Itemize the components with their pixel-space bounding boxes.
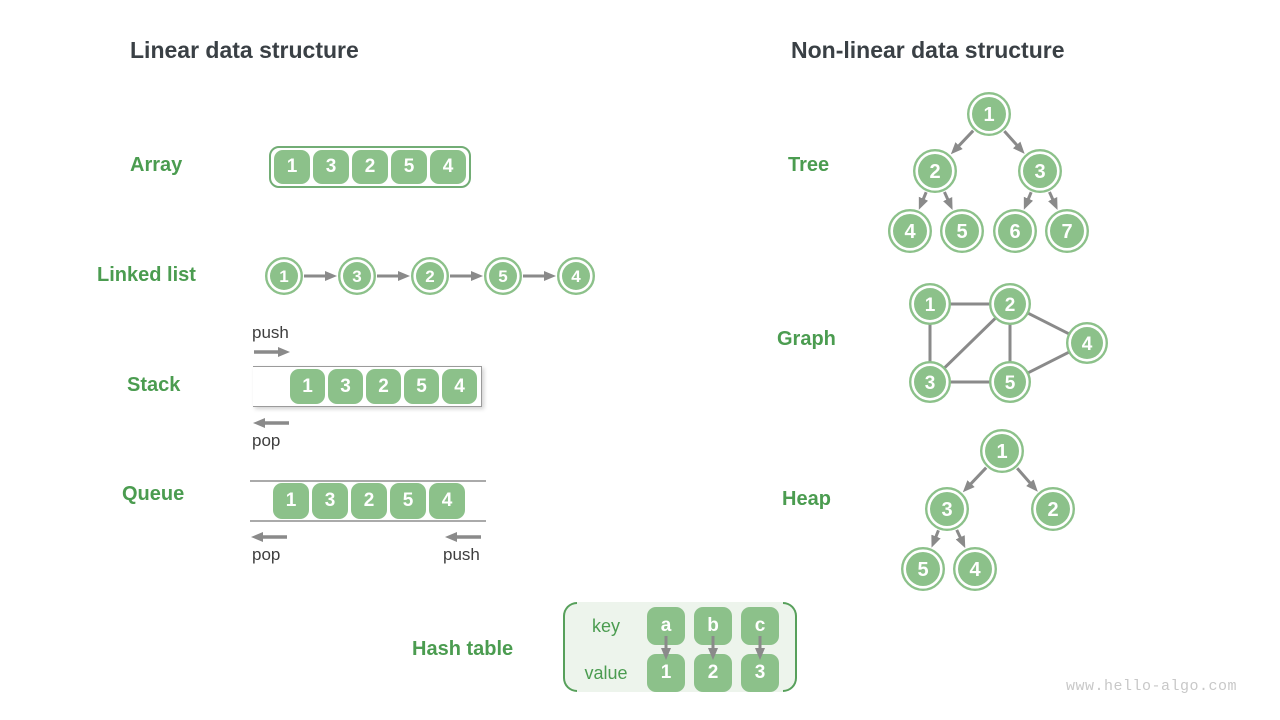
hash-key-cell: c (741, 607, 779, 645)
svg-text:4: 4 (1082, 334, 1093, 355)
watermark: www.hello-algo.com (1066, 678, 1238, 695)
svg-text:5: 5 (498, 267, 507, 286)
linear-section-title: Linear data structure (130, 37, 359, 63)
stack-pop-label: pop (252, 431, 281, 450)
svg-text:1: 1 (996, 441, 1007, 463)
hash-value-cell: 3 (741, 654, 779, 692)
queue-pop-label: pop (252, 545, 281, 564)
hash-key-cell: b (694, 607, 732, 645)
hash-value-label: value (584, 663, 628, 683)
stack-cell: 3 (328, 369, 363, 404)
svg-text:2: 2 (425, 267, 434, 286)
graph-label: Graph (777, 328, 836, 350)
svg-text:4: 4 (969, 559, 981, 581)
hash-key-label: key (591, 616, 620, 636)
array-cell: 5 (391, 150, 427, 184)
heap-label: Heap (782, 488, 831, 510)
svg-text:2: 2 (1047, 499, 1058, 521)
linked-list-diagram: 1 3 2 5 4 (265, 257, 596, 296)
array-cell: 2 (352, 150, 388, 184)
svg-text:3: 3 (925, 373, 936, 394)
svg-text:2: 2 (929, 161, 940, 183)
hash-value-cell: 2 (694, 654, 732, 692)
stack-cell: 4 (442, 369, 477, 404)
svg-text:3: 3 (352, 267, 361, 286)
svg-text:5: 5 (917, 559, 928, 581)
queue-push-label: push (443, 545, 480, 564)
heap-diagram: 1 3 2 5 4 (901, 429, 1075, 592)
graph-diagram: 1 2 3 4 5 (909, 283, 1108, 404)
svg-text:1: 1 (983, 104, 994, 126)
stack-label: Stack (127, 374, 181, 396)
svg-text:5: 5 (1005, 373, 1016, 394)
hash-table-label: Hash table (412, 638, 514, 660)
svg-text:7: 7 (1061, 221, 1072, 243)
tree-label: Tree (788, 154, 830, 176)
queue-cell: 1 (273, 483, 309, 519)
tree-diagram: 1 2 3 4 5 6 7 (888, 91, 1089, 253)
linked-list-label: Linked list (97, 264, 196, 286)
hash-bracket-right-icon (783, 602, 797, 692)
array-cell: 3 (313, 150, 349, 184)
array-label: Array (130, 154, 183, 176)
queue-cell: 4 (429, 483, 465, 519)
svg-text:4: 4 (571, 267, 581, 286)
stack-cell: 1 (290, 369, 325, 404)
stack-cell: 2 (366, 369, 401, 404)
svg-text:3: 3 (1034, 161, 1045, 183)
hash-key-cell: a (647, 607, 685, 645)
queue-label: Queue (122, 483, 185, 505)
stack-cell: 5 (404, 369, 439, 404)
svg-text:3: 3 (941, 499, 952, 521)
queue-cell: 5 (390, 483, 426, 519)
array-cell: 1 (274, 150, 310, 184)
svg-text:6: 6 (1009, 221, 1020, 243)
svg-text:1: 1 (279, 267, 288, 286)
queue-cell: 2 (351, 483, 387, 519)
svg-text:1: 1 (925, 295, 936, 316)
svg-text:4: 4 (904, 221, 916, 243)
svg-text:5: 5 (956, 221, 967, 243)
nonlinear-section-title: Non-linear data structure (791, 37, 1065, 63)
stack-push-label: push (252, 323, 289, 342)
array-cell: 4 (430, 150, 466, 184)
queue-cell: 3 (312, 483, 348, 519)
svg-text:2: 2 (1005, 295, 1016, 316)
hash-value-cell: 1 (647, 654, 685, 692)
